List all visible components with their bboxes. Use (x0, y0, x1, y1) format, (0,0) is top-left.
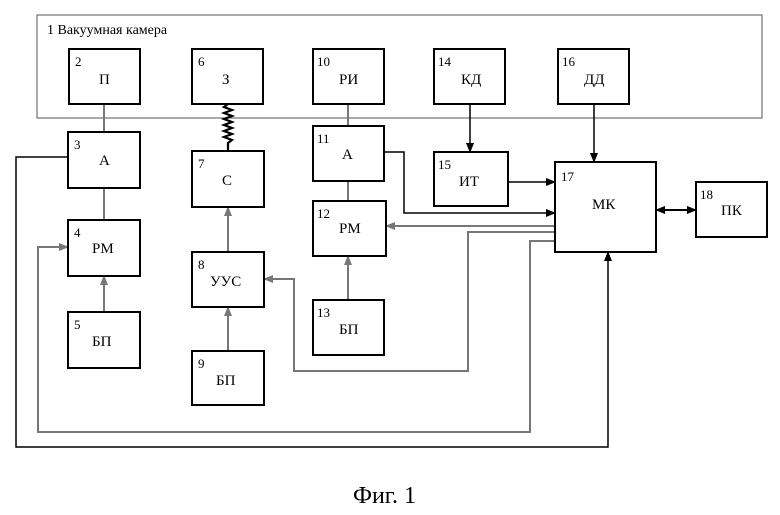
block-18: 18 ПК (696, 182, 767, 237)
block-label: З (222, 72, 230, 88)
block-12: 12 РМ (313, 201, 386, 256)
block-4: 4 РМ (68, 220, 140, 276)
block-label: УУС (210, 274, 241, 290)
block-label: БП (216, 373, 236, 389)
block-number: 16 (562, 54, 576, 69)
block-17: 17 МК (555, 162, 656, 252)
block-label: РИ (339, 72, 358, 88)
block-label: БП (339, 322, 359, 338)
block-label: МК (592, 197, 616, 213)
block-label: БП (92, 334, 112, 350)
block-number: 8 (198, 257, 205, 272)
block-number: 18 (700, 187, 713, 202)
block-number: 2 (75, 54, 82, 69)
figure-caption: Фиг. 1 (353, 483, 416, 509)
block-number: 10 (317, 54, 330, 69)
block-label: П (99, 72, 110, 88)
block-11: 11 А (313, 126, 384, 181)
block-number: 7 (198, 156, 205, 171)
block-8: 8 УУС (192, 252, 264, 307)
block-label: А (99, 153, 110, 169)
block-label: А (342, 147, 353, 163)
block-number: 4 (74, 225, 81, 240)
block-6: 6 З (192, 49, 263, 104)
block-label: С (222, 173, 232, 189)
block-14: 14 КД (434, 49, 505, 104)
block-number: 6 (198, 54, 205, 69)
block-9: 9 БП (192, 351, 264, 405)
block-3: 3 А (68, 132, 140, 188)
block-label: РМ (339, 221, 361, 237)
block-number: 15 (438, 157, 451, 172)
block-16: 16 ДД (558, 49, 629, 104)
block-number: 12 (317, 206, 330, 221)
block-7: 7 С (192, 151, 264, 207)
block-label: КД (461, 72, 481, 88)
block-number: 9 (198, 356, 205, 371)
block-number: 11 (317, 131, 330, 146)
vacuum-chamber: 1 Вакуумная камера (37, 15, 762, 118)
block-number: 5 (74, 317, 81, 332)
arrow-17-8 (264, 232, 555, 371)
block-number: 14 (438, 54, 452, 69)
block-number: 13 (317, 305, 330, 320)
block-label: ИТ (459, 174, 479, 190)
block-number: 17 (561, 169, 575, 184)
block-5: 5 БП (68, 312, 140, 368)
block-2: 2 П (69, 49, 140, 104)
block-15: 15 ИТ (434, 152, 508, 206)
block-label: ДД (584, 72, 604, 88)
block-label: ПК (721, 203, 743, 219)
block-10: 10 РИ (313, 49, 384, 104)
block-label: РМ (92, 241, 114, 257)
vacuum-chamber-title: 1 Вакуумная камера (47, 23, 168, 38)
block-13: 13 БП (313, 300, 384, 355)
block-number: 3 (74, 137, 81, 152)
